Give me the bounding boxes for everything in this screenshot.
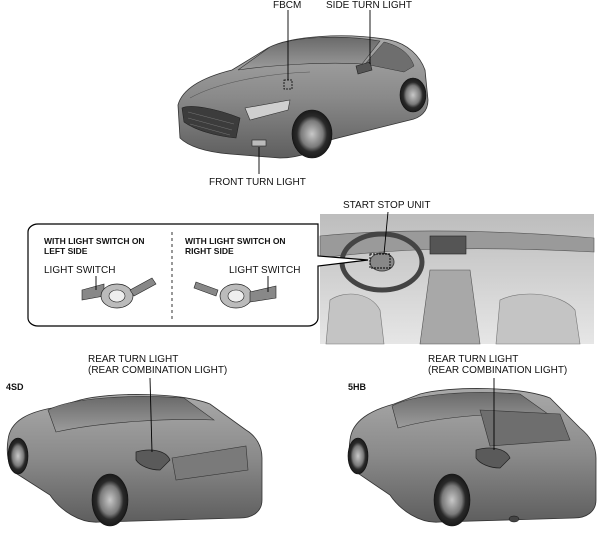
- label-start-stop-unit: START STOP UNIT: [343, 200, 431, 211]
- label-front-turn-light: FRONT TURN LIGHT: [209, 177, 306, 188]
- label-side-turn-light: SIDE TURN LIGHT: [326, 0, 412, 11]
- rear-sedan-illustration: [6, 394, 263, 527]
- label-with-switch-right-1: WITH LIGHT SWITCH ON: [185, 236, 286, 246]
- label-light-switch-left: LIGHT SWITCH: [44, 265, 116, 276]
- light-switch-left-illustration: [81, 277, 157, 309]
- front-car-illustration: [177, 35, 429, 159]
- label-with-switch-right-2: RIGHT SIDE: [185, 246, 234, 256]
- leader-lines: [95, 10, 495, 453]
- label-rear-turn-light-hb-2: (REAR COMBINATION LIGHT): [428, 365, 568, 376]
- label-with-switch-left-1: WITH LIGHT SWITCH ON: [44, 236, 145, 246]
- light-switch-right-illustration: [193, 281, 277, 309]
- label-variant-hb: 5HB: [348, 382, 367, 392]
- label-with-switch-left-2: LEFT SIDE: [44, 246, 88, 256]
- label-rear-turn-light-sd-1: REAR TURN LIGHT: [88, 354, 179, 365]
- label-light-switch-right: LIGHT SWITCH: [229, 265, 301, 276]
- label-fbcm: FBCM: [273, 0, 302, 11]
- interior-illustration: [319, 214, 595, 345]
- leader-rear-turn-light-sd: [149, 377, 153, 453]
- label-rear-turn-light-hb-1: REAR TURN LIGHT: [428, 354, 519, 365]
- label-rear-turn-light-sd-2: (REAR COMBINATION LIGHT): [88, 365, 228, 376]
- rear-hatchback-illustration: [347, 388, 597, 527]
- label-variant-sd: 4SD: [6, 382, 24, 392]
- light-switch-callout: [27, 223, 369, 327]
- leader-start-stop-unit: [383, 211, 389, 255]
